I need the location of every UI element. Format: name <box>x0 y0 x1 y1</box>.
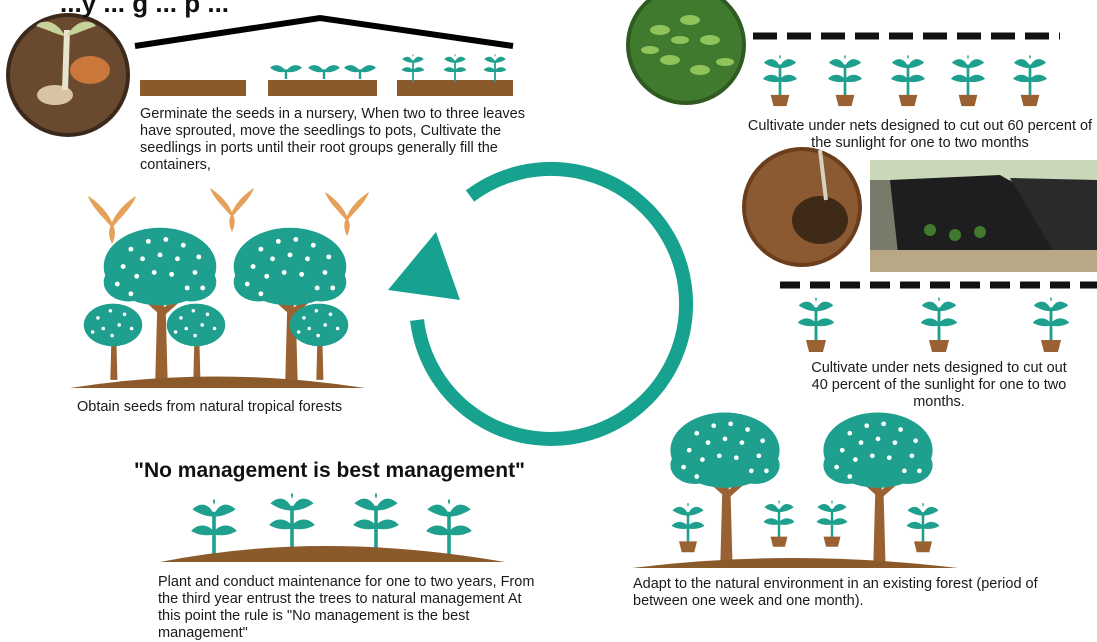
potted-seedlings-row-2 <box>798 297 1069 352</box>
seedling-tray-photo <box>626 0 746 105</box>
step-plant-text: Plant and conduct maintenance for one to… <box>158 574 535 641</box>
step-nursery-text: Germinate the seeds in a nursery, When t… <box>140 106 525 173</box>
cycle-arrow <box>388 161 694 446</box>
shade-house-photo <box>870 160 1097 272</box>
tropical-forest-illustration <box>70 188 369 388</box>
potted-seedlings-row-1 <box>763 55 1047 106</box>
root-ball-photo <box>742 147 862 267</box>
step-adapt-text: Adapt to the natural environment in an e… <box>633 576 1038 609</box>
motto-heading: "No management is best management" <box>134 459 526 482</box>
step-nets-40-text: Cultivate under nets designed to cut out… <box>811 360 1067 410</box>
planted-seedlings-illustration <box>160 493 505 562</box>
step-seeds-text: Obtain seeds from natural tropical fores… <box>77 399 343 415</box>
nursery-illustration <box>134 14 514 96</box>
step-nets-60-text: Cultivate under nets designed to cut out… <box>747 118 1093 151</box>
page-heading: ...y ... g ... p ... <box>60 0 230 18</box>
existing-forest-illustration <box>632 412 958 568</box>
germinating-seed-photo <box>6 13 130 137</box>
